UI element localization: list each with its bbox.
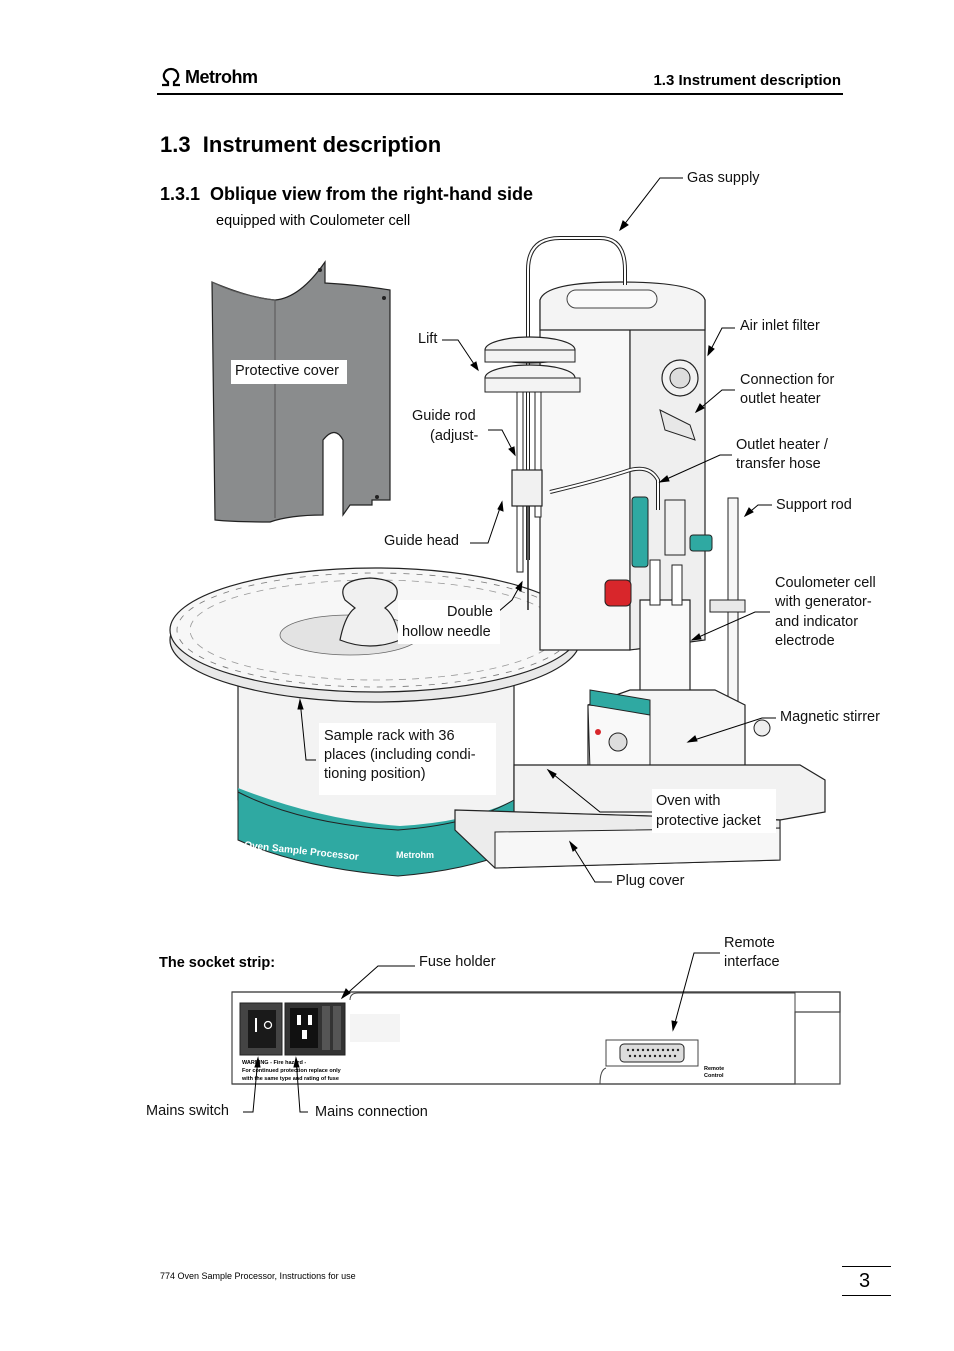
label-rack-2: places (including condi- [324, 747, 476, 763]
label-connection-2: outlet heater [740, 391, 821, 407]
label-coulometer-2: with generator- [775, 594, 872, 610]
metrohm-omega-icon [162, 67, 180, 87]
socket-warning-3: with the same type and rating of fuse [241, 1076, 339, 1082]
protective-cover-drawing [211, 260, 391, 523]
label-coulometer-1: Coulometer cell [775, 575, 876, 591]
label-guide-rod-2: (adjust- [430, 428, 479, 444]
brand-name: Metrohm [185, 66, 258, 87]
label-needle-2: hollow needle [402, 624, 491, 640]
label-oven-1: Oven with [656, 793, 721, 809]
label-connection-1: Connection for [740, 372, 835, 388]
label-rack-3: tioning position) [324, 766, 426, 782]
label-magnetic-stirrer: Magnetic stirrer [780, 709, 880, 725]
socket-strip-drawing: WARNING - Fire hazard - For continued pr… [231, 952, 841, 1113]
label-outlet-heater-2: transfer hose [736, 456, 821, 472]
remote-tag-2: Control [704, 1073, 724, 1079]
subsection-title: 1.3.1 Oblique view from the right-hand s… [160, 184, 534, 204]
label-protective-cover: Protective cover [231, 360, 347, 384]
footer-doc: 774 Oven Sample Processor, Instructions … [160, 1271, 356, 1281]
page-title: 1.3 Instrument description [160, 132, 442, 157]
label-needle-1: Double [447, 604, 493, 620]
label-mains-connection: Mains connection [315, 1104, 428, 1120]
footer-rule [842, 1266, 891, 1267]
label-coulometer-3: and indicator [775, 614, 859, 630]
remote-tag-1: Remote [704, 1066, 724, 1072]
rack-label-box [319, 723, 496, 795]
footer-rule-bottom [842, 1295, 891, 1296]
band-logo: Metrohm [396, 850, 434, 860]
label-guide-head: Guide head [384, 533, 459, 549]
header-logo: Metrohm [160, 66, 258, 88]
label-oven-2: protective jacket [656, 813, 761, 829]
label-rack-1: Sample rack with 36 [324, 728, 455, 744]
label-support-rod: Support rod [776, 497, 852, 513]
label-remote-1: Remote [724, 935, 775, 951]
page-number: 3 [859, 1270, 871, 1292]
oven-label-box [652, 789, 776, 833]
sample-rack-drawing: Oven Sample Processor Metrohm [169, 567, 581, 877]
label-outlet-heater-1: Outlet heater / [736, 437, 828, 453]
socket-warning-1: WARNING - Fire hazard - [242, 1060, 306, 1066]
subsection-note: equipped with Coulometer cell [216, 213, 411, 229]
header-rule [157, 93, 843, 95]
socket-heading: The socket strip: [159, 955, 276, 971]
label-coulometer-4: electrode [775, 633, 835, 649]
callout-lines [297, 177, 776, 883]
label-remote-2: interface [724, 954, 780, 970]
label-lift: Lift [418, 331, 438, 347]
label-guide-rod-1: Guide rod [412, 408, 476, 424]
label-air-inlet-filter: Air inlet filter [740, 318, 820, 334]
label-gas-supply: Gas supply [687, 170, 760, 186]
label-plug-cover: Plug cover [616, 873, 685, 889]
label-mains-switch: Mains switch [146, 1103, 229, 1119]
needle-label-box [398, 600, 500, 644]
socket-warning-2: For continued protection replace only [242, 1068, 342, 1074]
label-fuse-holder: Fuse holder [419, 954, 496, 970]
header-section: 1.3 Instrument description [653, 72, 841, 89]
